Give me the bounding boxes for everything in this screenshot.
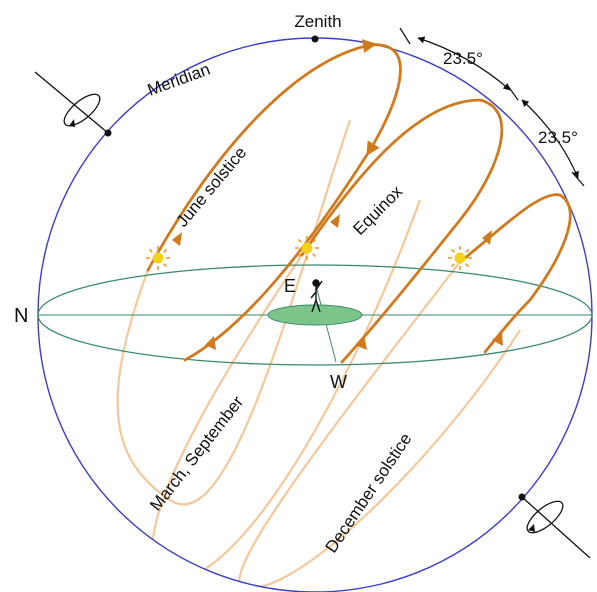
december-path-front (458, 193, 572, 354)
observer-figure-icon (310, 279, 323, 313)
equinox-label: Equinox (349, 182, 406, 239)
tilt-arrow-lower (521, 99, 579, 179)
equinox-arrow-down (355, 335, 367, 350)
sun-icon (295, 236, 319, 260)
tilt-label-upper: 23.5° (443, 49, 483, 68)
december-arrow-down (492, 332, 503, 346)
december-solstice-label: December solstice (322, 430, 416, 557)
june-path-back (116, 119, 352, 506)
sun-icon (146, 246, 170, 270)
east-label: E (284, 276, 296, 296)
december-arrow-up (482, 230, 492, 245)
june-solstice-label: June solstice (173, 143, 251, 231)
tilt-tick-middle (507, 85, 519, 101)
tilt-tick-bottom (571, 171, 585, 187)
tilt-arrow-upper (417, 36, 511, 91)
equinox-arrow-up (330, 214, 340, 228)
west-label: W (330, 372, 347, 392)
zenith-label: Zenith (294, 12, 341, 31)
june-arrow-down (205, 336, 216, 350)
june-path-front (146, 39, 402, 362)
tilt-label-lower: 23.5° (538, 128, 578, 147)
equinox-path-front (300, 98, 504, 364)
rotation-arrow-icon (34, 71, 109, 134)
tilt-tick-top (399, 27, 411, 45)
observer-ground (267, 304, 363, 326)
rotation-arrow-icon (521, 496, 591, 559)
zenith-point (311, 35, 319, 43)
meridian-label: Meridian (145, 60, 213, 100)
equinox-path-back (151, 199, 422, 581)
north-label: N (14, 305, 28, 327)
sun-icon (448, 246, 472, 270)
june-arrow-up (172, 232, 182, 246)
